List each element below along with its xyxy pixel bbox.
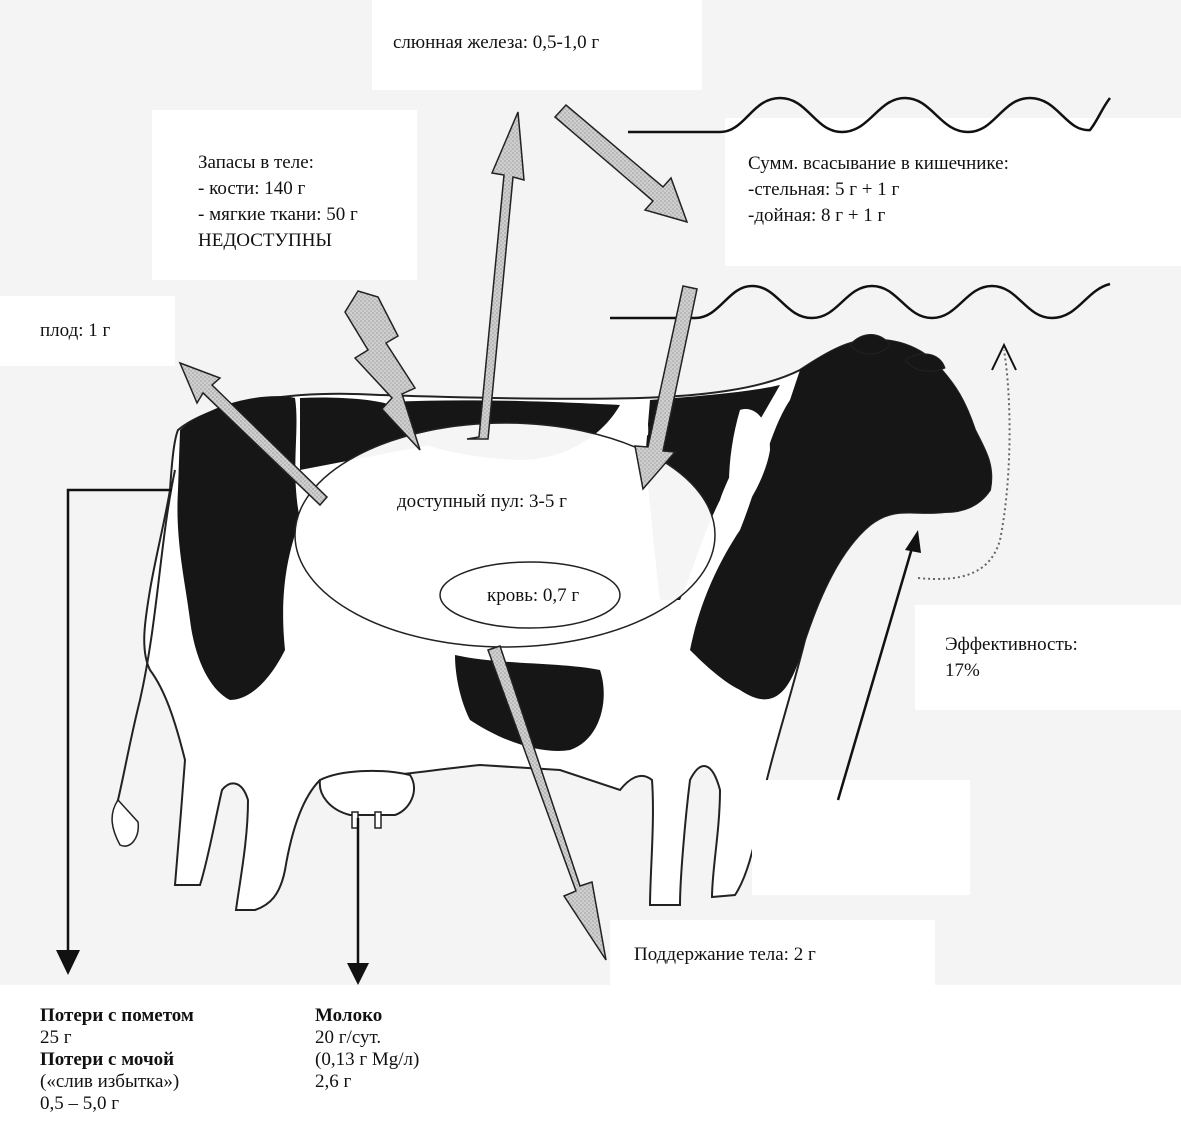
feces-value: 25 г (40, 1027, 194, 1049)
maintenance-label: Поддержание тела: 2 г (634, 944, 816, 966)
pool-label: доступный пул: 3-5 г (397, 491, 567, 513)
reserves-soft: - мягкие ткани: 50 г (198, 202, 358, 228)
efficiency-title: Эффективность: (945, 632, 1078, 658)
cow-magnesium-diagram (0, 0, 1181, 985)
efficiency-arrow (838, 530, 921, 800)
efficiency-label: Эффективность: 17% (945, 632, 1078, 684)
milk-title: Молоко (315, 1005, 419, 1027)
absorption-pregnant: -стельная: 5 г + 1 г (748, 177, 1009, 203)
absorption-dairy: -дойная: 8 г + 1 г (748, 203, 1009, 229)
cow-tail-switch (112, 800, 138, 846)
milk-concentration: (0,13 г Mg/л) (315, 1049, 419, 1071)
feces-urine-block: Потери с пометом 25 г Потери с мочой («с… (40, 1005, 194, 1115)
milk-amount: 20 г/сут. (315, 1027, 419, 1049)
blood-label: кровь: 0,7 г (487, 585, 579, 607)
absorption-title: Сумм. всасывание в кишечнике: (748, 151, 1009, 177)
urine-title: Потери с мочой (40, 1049, 194, 1071)
urine-value: 0,5 – 5,0 г (40, 1093, 194, 1115)
feces-title: Потери с пометом (40, 1005, 194, 1027)
saliva-to-intestine-arrow (555, 105, 687, 222)
urine-note: («слив избытка») (40, 1071, 194, 1093)
milk-arrow (347, 818, 369, 985)
saliva-label: слюнная железа: 0,5-1,0 г (393, 32, 599, 54)
fetus-label: плод: 1 г (40, 320, 110, 342)
cow-teat (375, 812, 381, 828)
cow-udder (320, 771, 414, 815)
empty-box (752, 780, 970, 895)
reserves-bones: - кости: 140 г (198, 176, 358, 202)
reserves-label: Запасы в теле: - кости: 140 г - мягкие т… (198, 150, 358, 254)
efficiency-value: 17% (945, 658, 1078, 684)
reserves-title: Запасы в теле: (198, 150, 358, 176)
milk-block: Молоко 20 г/сут. (0,13 г Mg/л) 2,6 г (315, 1005, 419, 1093)
milk-value: 2,6 г (315, 1071, 419, 1093)
reserves-note: НЕДОСТУПНЫ (198, 228, 358, 254)
absorption-label: Сумм. всасывание в кишечнике: -стельная:… (748, 151, 1009, 229)
saliva-up-arrow (467, 112, 524, 439)
